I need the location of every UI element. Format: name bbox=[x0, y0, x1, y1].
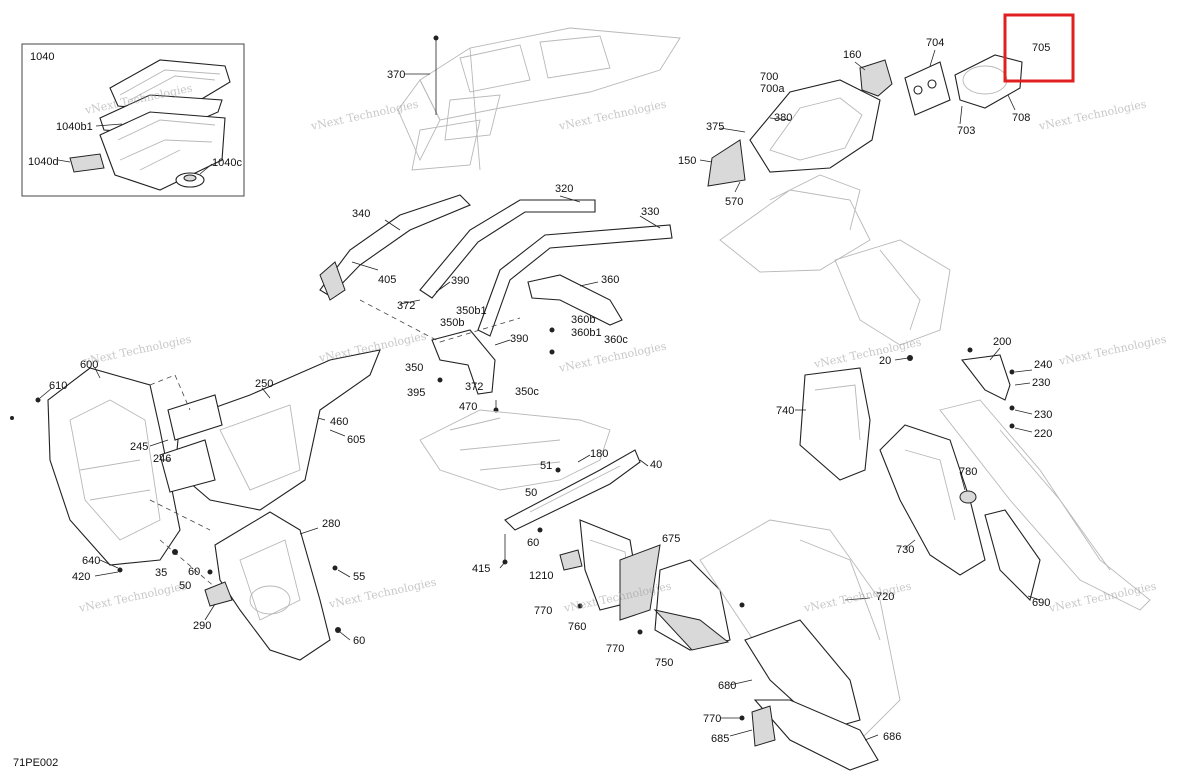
center-floor-group bbox=[419, 409, 731, 651]
callout-340: 340 bbox=[352, 208, 370, 220]
callout-770c: 770 bbox=[703, 713, 721, 725]
callout-220: 220 bbox=[1034, 428, 1052, 440]
callout-700: 700 bbox=[760, 71, 778, 83]
callout-703: 703 bbox=[957, 125, 975, 137]
callout-750: 750 bbox=[655, 657, 673, 669]
callout-51: 51 bbox=[540, 460, 552, 472]
callout-350: 350 bbox=[405, 362, 423, 374]
callout-780: 780 bbox=[959, 466, 977, 478]
callout-40: 40 bbox=[650, 459, 662, 471]
callout-605: 605 bbox=[347, 434, 365, 446]
callout-372a: 372 bbox=[397, 300, 415, 312]
callout-640: 640 bbox=[82, 555, 100, 567]
callout-360b1: 360b1 bbox=[571, 327, 602, 339]
svg-text:vNext Technologies: vNext Technologies bbox=[812, 335, 923, 371]
callout-55: 55 bbox=[353, 571, 365, 583]
callout-470: 470 bbox=[459, 401, 477, 413]
inset-1040: 1040 bbox=[21, 43, 245, 197]
callout-1040d: 1040d bbox=[28, 156, 59, 168]
callout-350b: 350b bbox=[440, 317, 464, 329]
callout-350b1: 350b1 bbox=[456, 305, 487, 317]
callout-60c: 60 bbox=[353, 635, 365, 647]
callout-360b: 360b bbox=[571, 314, 595, 326]
callout-60a: 60 bbox=[527, 537, 539, 549]
page-code: 71PE002 bbox=[13, 757, 58, 769]
callout-245: 245 bbox=[130, 441, 148, 453]
callout-415: 415 bbox=[472, 563, 490, 575]
svg-text:vNext Technologies: vNext Technologies bbox=[802, 579, 913, 615]
rops-bars bbox=[319, 194, 673, 413]
svg-text:vNext Technologies: vNext Technologies bbox=[1037, 97, 1148, 133]
svg-text:vNext Technologies: vNext Technologies bbox=[1047, 579, 1158, 615]
callout-740: 740 bbox=[776, 405, 794, 417]
callout-700a: 700a bbox=[760, 83, 785, 95]
callout-50b: 50 bbox=[179, 580, 191, 592]
callout-690: 690 bbox=[1032, 597, 1050, 609]
callout-240: 240 bbox=[1034, 359, 1052, 371]
front-console-group bbox=[10, 349, 381, 601]
callout-350c: 350c bbox=[515, 386, 539, 398]
svg-text:vNext Technologies: vNext Technologies bbox=[82, 332, 193, 368]
callout-370: 370 bbox=[387, 69, 405, 81]
callout-375: 375 bbox=[706, 121, 724, 133]
highlight-box bbox=[1003, 13, 1075, 83]
callout-160: 160 bbox=[843, 49, 861, 61]
svg-text:vNext Technologies: vNext Technologies bbox=[77, 579, 188, 615]
callout-600: 600 bbox=[80, 359, 98, 371]
callout-60b: 60 bbox=[188, 566, 200, 578]
callout-770a: 770 bbox=[534, 605, 552, 617]
callout-770b: 770 bbox=[606, 643, 624, 655]
callout-704: 704 bbox=[926, 37, 944, 49]
roof-panel-ghost bbox=[397, 27, 681, 171]
callout-180: 180 bbox=[590, 448, 608, 460]
callout-280: 280 bbox=[322, 518, 340, 530]
svg-text:vNext Technologies: vNext Technologies bbox=[1057, 332, 1168, 368]
callout-1040b1: 1040b1 bbox=[56, 121, 93, 133]
svg-text:vNext Technologies: vNext Technologies bbox=[327, 575, 438, 611]
callout-372b: 372 bbox=[465, 381, 483, 393]
callout-380: 380 bbox=[774, 112, 792, 124]
callout-720: 720 bbox=[876, 591, 894, 603]
callout-35: 35 bbox=[155, 567, 167, 579]
callout-250: 250 bbox=[255, 378, 273, 390]
callout-200: 200 bbox=[993, 336, 1011, 348]
callout-360: 360 bbox=[601, 274, 619, 286]
side-panels-group bbox=[720, 347, 1041, 771]
callout-1210: 1210 bbox=[529, 570, 553, 582]
callout-390a: 390 bbox=[451, 275, 469, 287]
callout-320: 320 bbox=[555, 183, 573, 195]
callout-230b: 230 bbox=[1034, 409, 1052, 421]
callout-230a: 230 bbox=[1032, 377, 1050, 389]
callout-390b: 390 bbox=[510, 333, 528, 345]
callout-290: 290 bbox=[193, 620, 211, 632]
dashboard-700-group bbox=[699, 49, 1023, 346]
callout-708: 708 bbox=[1012, 112, 1030, 124]
inset-title: 1040 bbox=[30, 51, 54, 63]
svg-text:vNext Technologies: vNext Technologies bbox=[557, 97, 668, 133]
callout-360c: 360c bbox=[604, 334, 628, 346]
callout-610: 610 bbox=[49, 380, 67, 392]
callout-686: 686 bbox=[883, 731, 901, 743]
callout-246: 246 bbox=[153, 453, 171, 465]
callout-675: 675 bbox=[662, 533, 680, 545]
svg-text:vNext Technologies: vNext Technologies bbox=[309, 97, 420, 133]
lower-frame-group bbox=[94, 511, 351, 661]
callout-405: 405 bbox=[378, 274, 396, 286]
callout-395: 395 bbox=[407, 387, 425, 399]
callout-1040c: 1040c bbox=[212, 157, 242, 169]
callout-labels: 1040b1 1040d 1040c 370 700 700a 160 704 … bbox=[28, 37, 1052, 745]
callout-20: 20 bbox=[879, 355, 891, 367]
callout-460: 460 bbox=[330, 416, 348, 428]
callout-680: 680 bbox=[718, 680, 736, 692]
callout-50a: 50 bbox=[525, 487, 537, 499]
callout-685: 685 bbox=[711, 733, 729, 745]
callout-570: 570 bbox=[725, 196, 743, 208]
callout-150: 150 bbox=[678, 155, 696, 167]
callout-330: 330 bbox=[641, 206, 659, 218]
callout-760: 760 bbox=[568, 621, 586, 633]
callout-730: 730 bbox=[896, 544, 914, 556]
callout-705: 705 bbox=[1032, 42, 1050, 54]
callout-420: 420 bbox=[72, 571, 90, 583]
